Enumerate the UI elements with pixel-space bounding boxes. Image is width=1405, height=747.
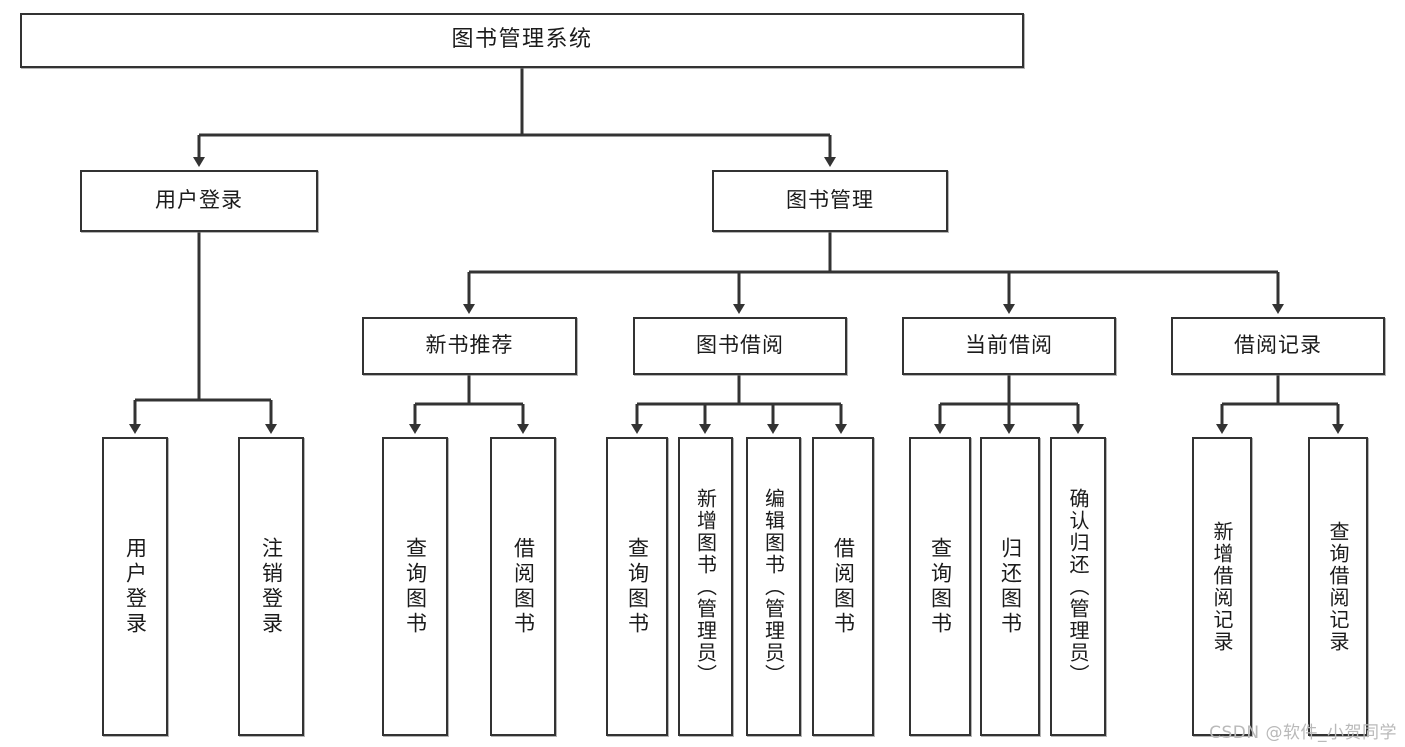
leaf-query-book-3-label: 查询图书 [928,536,953,637]
leaf-confirm-return[interactable]: 确认归还（管理员） [1050,437,1106,736]
node-book-manage[interactable]: 图书管理 [712,170,948,232]
leaf-edit-book-label: 编辑图书（管理员） [761,487,786,686]
leaf-borrow-book-2[interactable]: 借阅图书 [812,437,874,736]
leaf-user-login[interactable]: 用户登录 [102,437,168,736]
node-user-login-label: 用户登录 [155,188,243,213]
leaf-query-book-3[interactable]: 查询图书 [909,437,971,736]
leaf-logout-label: 注销登录 [259,536,284,637]
leaf-query-record[interactable]: 查询借阅记录 [1308,437,1368,736]
node-borrow-record-label: 借阅记录 [1234,333,1322,358]
leaf-return-book[interactable]: 归还图书 [980,437,1040,736]
node-root[interactable]: 图书管理系统 [20,13,1024,68]
leaf-confirm-return-label: 确认归还（管理员） [1066,487,1090,686]
node-book-manage-label: 图书管理 [786,188,874,213]
leaf-borrow-book-1-label: 借阅图书 [511,536,536,637]
leaf-add-book-label: 新增图书（管理员） [693,487,718,686]
node-book-borrow-label: 图书借阅 [696,333,784,358]
leaf-query-book-1[interactable]: 查询图书 [382,437,448,736]
leaf-edit-book[interactable]: 编辑图书（管理员） [746,437,801,736]
node-root-label: 图书管理系统 [451,27,593,53]
leaf-query-book-2-label: 查询图书 [625,536,650,637]
leaf-borrow-book-1[interactable]: 借阅图书 [490,437,556,736]
node-borrow-record[interactable]: 借阅记录 [1171,317,1385,375]
node-book-borrow[interactable]: 图书借阅 [633,317,847,375]
node-current-borrow[interactable]: 当前借阅 [902,317,1116,375]
node-current-borrow-label: 当前借阅 [965,333,1053,358]
watermark-text: CSDN @软件_小贺同学 [1209,723,1397,743]
leaf-user-login-label: 用户登录 [123,536,148,637]
leaf-add-record[interactable]: 新增借阅记录 [1192,437,1252,736]
node-new-book-recommend[interactable]: 新书推荐 [362,317,577,375]
leaf-logout[interactable]: 注销登录 [238,437,304,736]
node-user-login[interactable]: 用户登录 [80,170,318,232]
leaf-add-book[interactable]: 新增图书（管理员） [678,437,733,736]
leaf-borrow-book-2-label: 借阅图书 [831,536,856,637]
leaf-query-book-2[interactable]: 查询图书 [606,437,668,736]
leaf-query-record-label: 查询借阅记录 [1326,520,1350,653]
leaf-return-book-label: 归还图书 [998,536,1023,637]
leaf-query-book-1-label: 查询图书 [403,536,428,637]
leaf-add-record-label: 新增借阅记录 [1210,520,1234,653]
node-new-book-recommend-label: 新书推荐 [425,333,514,358]
